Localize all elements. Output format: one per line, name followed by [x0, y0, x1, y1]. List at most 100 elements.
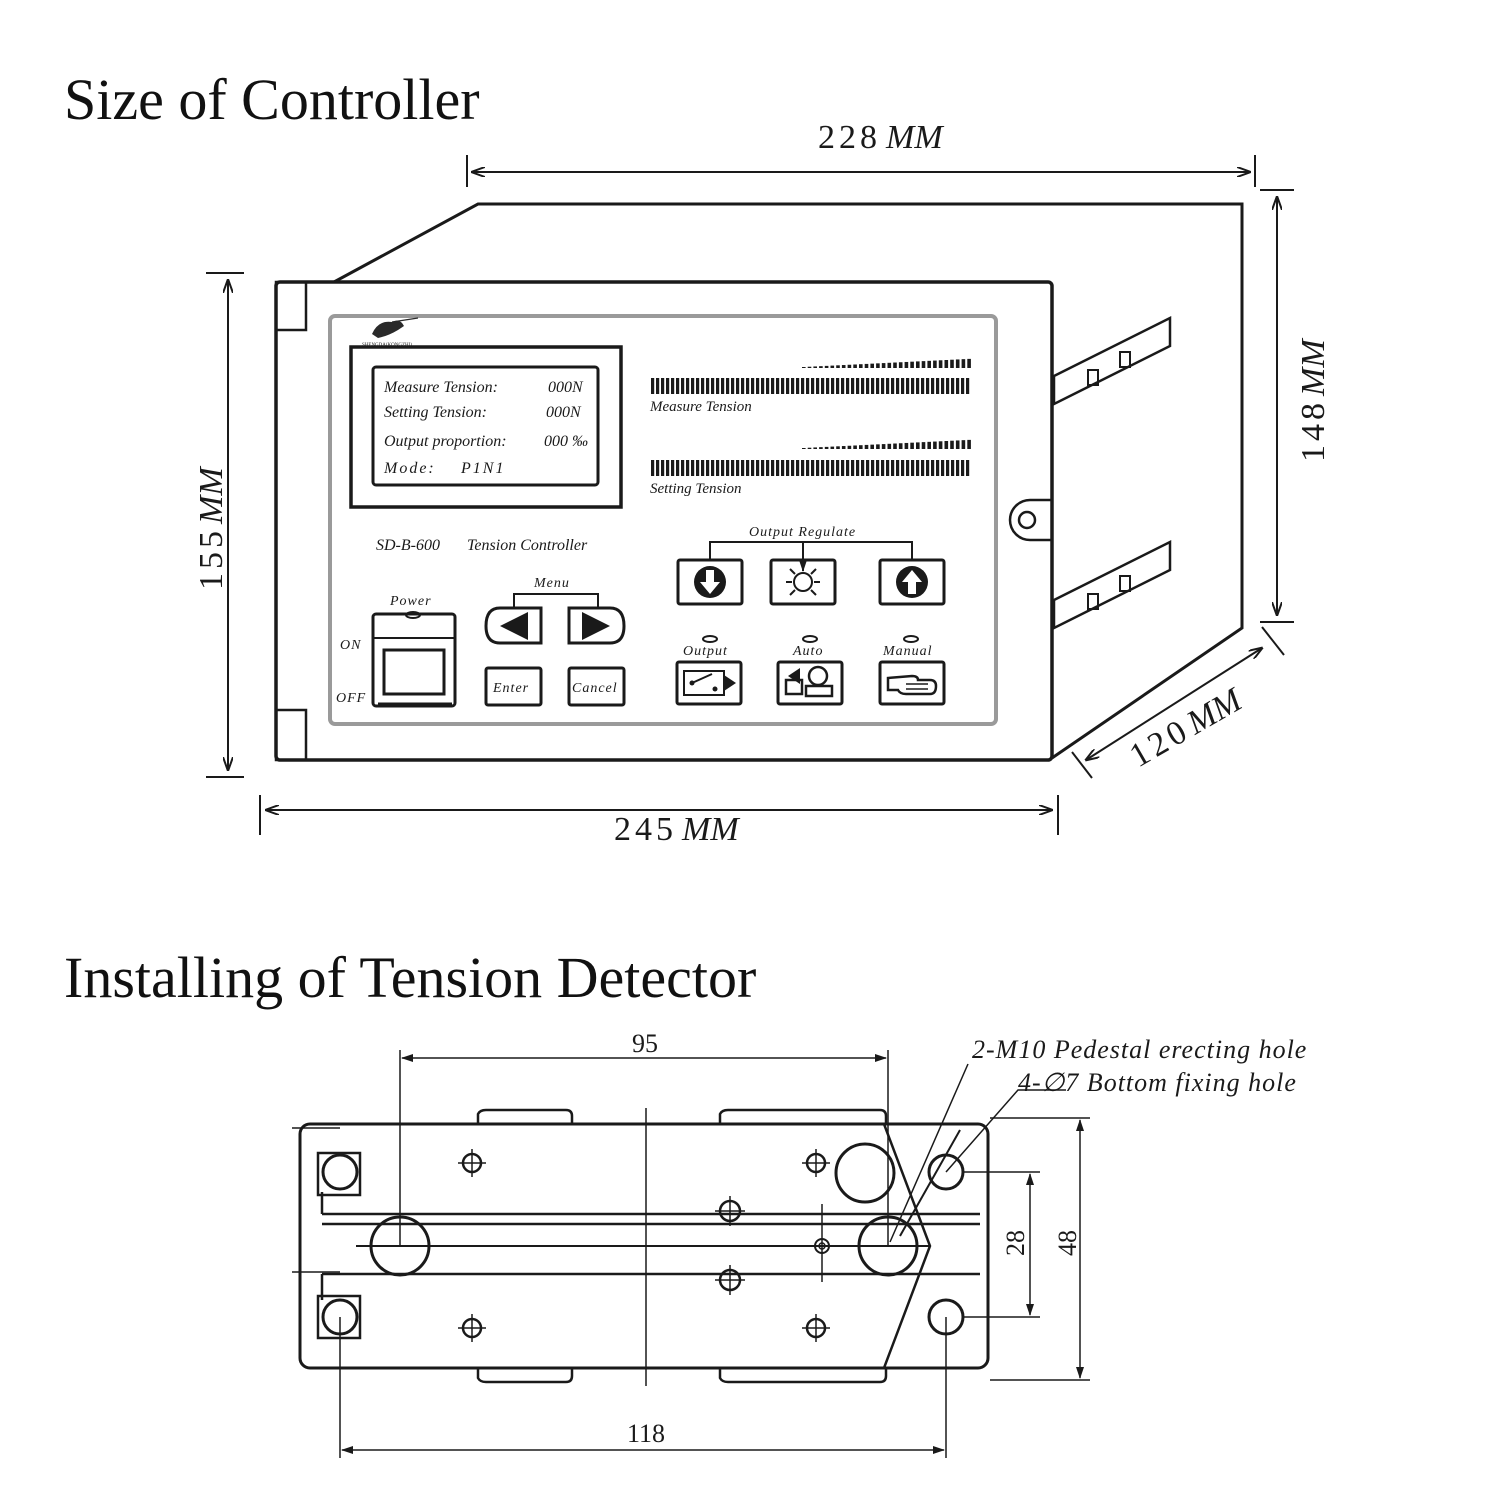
bargraph-ramp-segment	[813, 366, 817, 368]
dimension-depth: 120 MM	[1071, 626, 1285, 779]
enter-label: Enter	[492, 681, 529, 696]
bargraph-ramp-segment	[887, 443, 892, 449]
regulate-center-button[interactable]	[769, 558, 837, 606]
menu-left-button[interactable]	[484, 606, 543, 645]
bargraph-ramp-segment	[870, 444, 874, 449]
bargraph-segment	[711, 378, 715, 394]
bargraph-segment	[831, 460, 835, 476]
manual-label: Manual	[882, 644, 933, 659]
bargraph-segment	[791, 460, 795, 476]
bargraph-segment	[771, 460, 775, 476]
auto-button[interactable]	[776, 660, 844, 706]
bargraph-segment	[786, 378, 790, 394]
bargraph-ramp-segment	[859, 445, 863, 449]
manual-button[interactable]	[878, 660, 946, 706]
bargraph-segment	[901, 378, 905, 394]
bargraph-segment	[741, 378, 745, 394]
bargraph-ramp-segment	[836, 446, 840, 449]
regulate-up-button[interactable]	[878, 558, 946, 606]
bargraph-ramp-segment	[950, 359, 954, 368]
bargraph-segment	[966, 460, 970, 476]
power-switch[interactable]	[371, 612, 457, 708]
bargraph-ramp-segment	[819, 366, 823, 368]
dimension-top-unit: MM	[885, 119, 944, 156]
controller-drawing: 228 MM 155 MM 148 MM	[193, 119, 1332, 848]
bargraph-segment	[961, 460, 965, 476]
output-label: Output	[683, 644, 728, 659]
bargraph-segment	[721, 378, 725, 394]
bargraph-segment	[866, 460, 870, 476]
bargraph-segment	[691, 378, 695, 394]
bargraph-segment	[816, 378, 820, 394]
mounting-bracket-bottom	[1052, 539, 1172, 631]
bargraph-ramp-segment	[904, 442, 909, 449]
bargraph-segment	[701, 460, 705, 476]
bargraph-segment	[661, 460, 665, 476]
bargraph-ramp-segment	[927, 360, 931, 368]
bargraph-segment	[761, 378, 765, 394]
bargraph-segment	[881, 460, 885, 476]
regulate-down-button[interactable]	[676, 558, 744, 606]
bargraph-ramp-segment	[864, 363, 869, 368]
bargraph-segment	[931, 460, 935, 476]
bargraph-ramp-segment	[830, 365, 835, 368]
bargraph-segment	[686, 460, 690, 476]
bargraph-segment	[746, 378, 750, 394]
dimension-right-value: 148	[1295, 399, 1332, 462]
bargraph-segment	[821, 460, 825, 476]
lcd-row1-label: Measure Tension:	[383, 379, 498, 396]
power-label: Power	[389, 594, 432, 609]
dimension-left-unit: MM	[193, 466, 230, 525]
bargraph-segment	[651, 378, 655, 394]
bargraph-ramp-segment	[859, 364, 863, 368]
bargraph-segment	[716, 460, 720, 476]
bargraph-segment	[666, 460, 670, 476]
bargraph-ramp-segment	[876, 444, 880, 449]
bargraph-segment	[811, 460, 815, 476]
bargraph-segment	[671, 378, 675, 394]
bargraph-segment	[966, 378, 970, 394]
bargraph-segment	[831, 378, 835, 394]
bargraph-segment	[881, 378, 885, 394]
product-label: Tension Controller	[467, 537, 588, 554]
bargraph-setting-ramp	[802, 439, 971, 449]
bargraph-segment	[861, 378, 865, 394]
bargraph-ramp-segment	[881, 444, 886, 449]
bargraph-segment	[896, 378, 900, 394]
bargraph-segment	[921, 460, 925, 476]
bargraph-segment	[811, 378, 815, 394]
bargraph-ramp-segment	[802, 448, 806, 449]
enter-button[interactable]: Enter	[484, 666, 543, 707]
bargraph-segment	[681, 460, 685, 476]
dimension-right: 148 MM	[1260, 189, 1332, 623]
bargraph-ramp-segment	[887, 362, 892, 368]
bargraph-segment	[736, 378, 740, 394]
output-button[interactable]	[675, 660, 743, 706]
bargraph-ramp-segment	[950, 440, 954, 449]
bargraph-segment	[896, 460, 900, 476]
bargraph-segment	[701, 378, 705, 394]
bargraph-segment	[936, 378, 940, 394]
bargraph-ramp-segment	[955, 440, 960, 449]
bargraph-segment	[866, 378, 870, 394]
bargraph-segment	[941, 378, 945, 394]
bargraph-segment	[876, 460, 880, 476]
dimension-top: 228 MM	[466, 119, 1256, 187]
lcd-row2-value: 000N	[546, 404, 582, 421]
bargraph-ramp-segment	[921, 361, 926, 368]
bargraph-segment	[676, 378, 680, 394]
screw-holes	[458, 1149, 830, 1342]
latch	[1008, 498, 1052, 542]
bargraph-segment	[951, 378, 955, 394]
bargraph-ramp-segment	[916, 442, 920, 449]
bargraph-segment	[741, 460, 745, 476]
bargraph-ramp-segment	[819, 447, 823, 449]
bargraph-segment	[791, 378, 795, 394]
bargraph-ramp-segment	[961, 359, 966, 368]
dimension-right-unit: MM	[1295, 338, 1332, 397]
menu-right-button[interactable]	[567, 606, 626, 645]
bargraph-segment	[781, 378, 785, 394]
cancel-button[interactable]: Cancel	[567, 666, 626, 707]
model-label: SD-B-600	[376, 537, 440, 554]
bargraph-segment	[961, 378, 965, 394]
